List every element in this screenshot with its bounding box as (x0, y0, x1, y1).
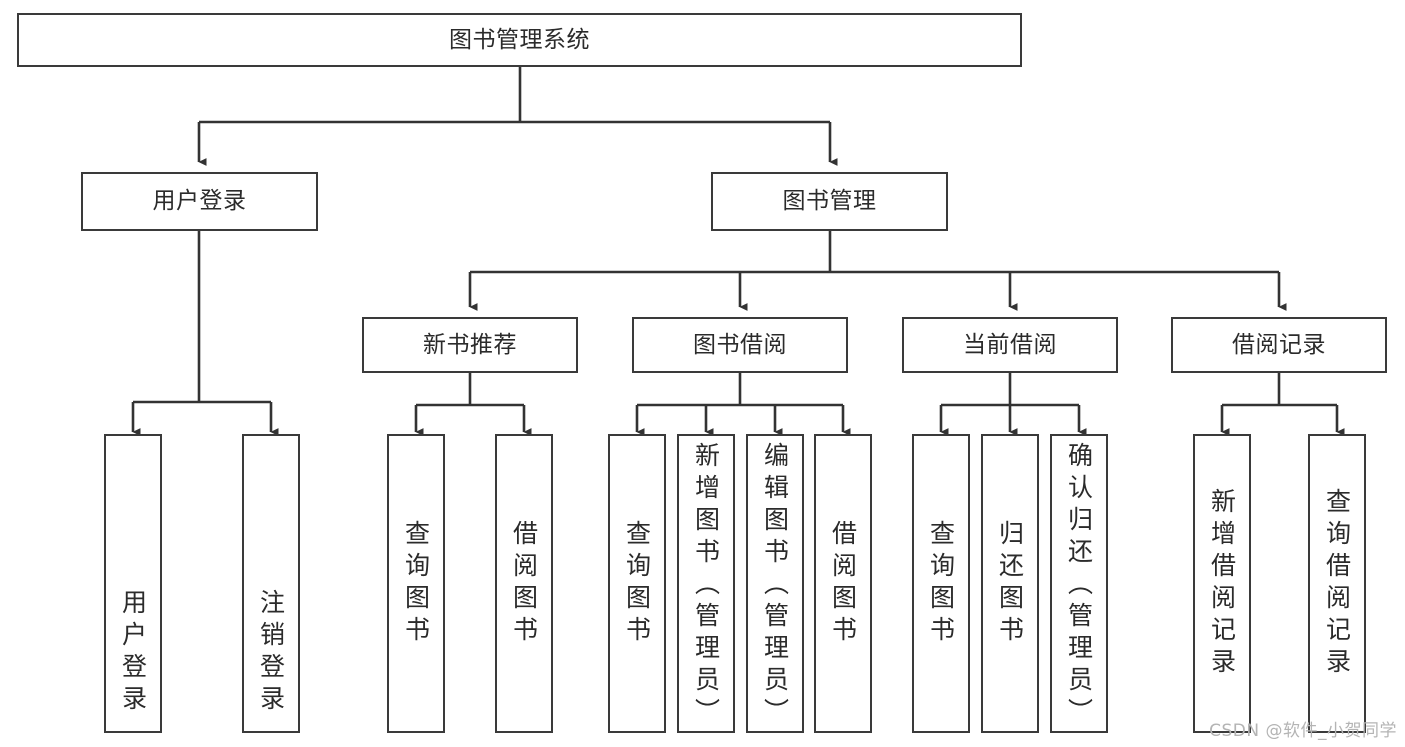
leaf-user-login-logout[interactable]: 注销登录 (242, 434, 300, 733)
leaf-borrow-add-book-label: 新增图书（管理员） (691, 442, 721, 730)
leaf-borrow-lend-book[interactable]: 借阅图书 (814, 434, 872, 733)
node-root-system[interactable]: 图书管理系统 (17, 13, 1022, 67)
node-user-login[interactable]: 用户登录 (81, 172, 318, 231)
leaf-record-query-record[interactable]: 查询借阅记录 (1308, 434, 1366, 733)
leaf-record-add-record[interactable]: 新增借阅记录 (1193, 434, 1251, 733)
node-borrow-record-label: 借阅记录 (1232, 331, 1326, 358)
node-new-book-recommend[interactable]: 新书推荐 (362, 317, 578, 373)
leaf-current-query-book-label: 查询图书 (926, 519, 956, 648)
leaf-current-confirm-return-label: 确认归还（管理员） (1064, 442, 1094, 730)
node-borrow-record[interactable]: 借阅记录 (1171, 317, 1387, 373)
leaf-borrow-edit-book[interactable]: 编辑图书（管理员） (746, 434, 804, 733)
leaf-user-login-login-label: 用户登录 (118, 589, 148, 717)
leaf-new-book-query-book-label: 查询图书 (401, 519, 431, 648)
leaf-current-return-book[interactable]: 归还图书 (981, 434, 1039, 733)
node-current-borrow-label: 当前借阅 (963, 331, 1057, 358)
leaf-borrow-query-book[interactable]: 查询图书 (608, 434, 666, 733)
leaf-record-add-record-label: 新增借阅记录 (1207, 487, 1237, 680)
leaf-borrow-lend-book-label: 借阅图书 (828, 519, 858, 648)
leaf-new-book-borrow-book[interactable]: 借阅图书 (495, 434, 553, 733)
leaf-new-book-borrow-book-label: 借阅图书 (509, 519, 539, 648)
leaf-borrow-query-book-label: 查询图书 (622, 519, 652, 648)
leaf-current-confirm-return[interactable]: 确认归还（管理员） (1050, 434, 1108, 733)
node-book-borrow-label: 图书借阅 (693, 331, 787, 358)
node-book-management-label: 图书管理 (782, 188, 877, 215)
leaf-user-login-login[interactable]: 用户登录 (104, 434, 162, 733)
leaf-user-login-logout-label: 注销登录 (256, 589, 286, 717)
node-root-system-label: 图书管理系统 (449, 26, 590, 53)
leaf-borrow-edit-book-label: 编辑图书（管理员） (760, 442, 790, 730)
node-user-login-label: 用户登录 (152, 188, 247, 215)
leaf-current-query-book[interactable]: 查询图书 (912, 434, 970, 733)
leaf-new-book-query-book[interactable]: 查询图书 (387, 434, 445, 733)
leaf-borrow-add-book[interactable]: 新增图书（管理员） (677, 434, 735, 733)
node-book-management[interactable]: 图书管理 (711, 172, 948, 231)
leaf-current-return-book-label: 归还图书 (995, 519, 1025, 648)
node-new-book-recommend-label: 新书推荐 (423, 331, 517, 358)
node-book-borrow[interactable]: 图书借阅 (632, 317, 848, 373)
leaf-record-query-record-label: 查询借阅记录 (1322, 487, 1352, 680)
node-current-borrow[interactable]: 当前借阅 (902, 317, 1118, 373)
